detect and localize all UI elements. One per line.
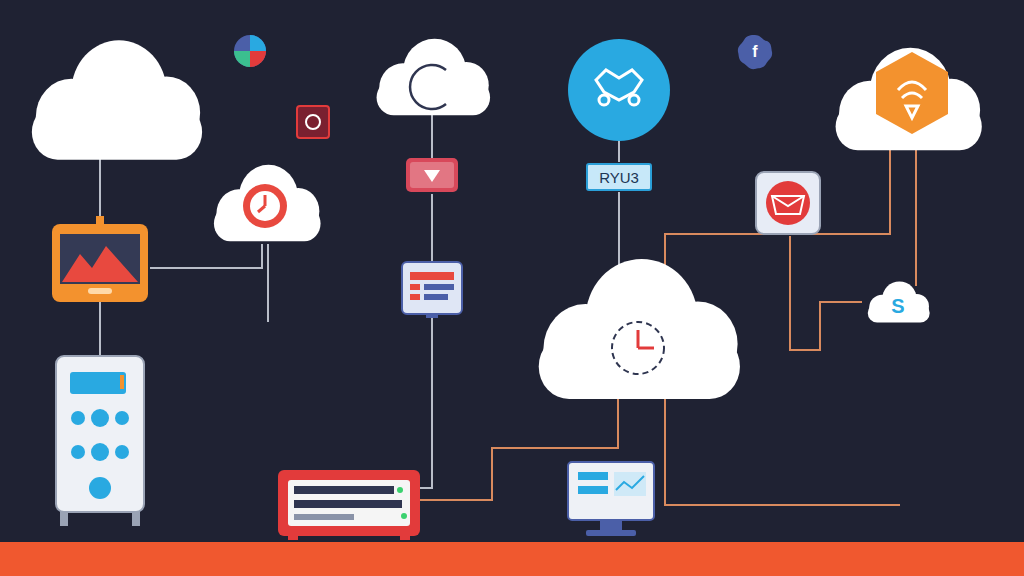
tablet-icon bbox=[52, 216, 148, 302]
bottom-bar bbox=[0, 542, 1024, 576]
node-text: S bbox=[891, 295, 904, 318]
timer-icon bbox=[243, 184, 287, 228]
clock-icon bbox=[612, 322, 664, 374]
hexagon-icon bbox=[876, 52, 948, 134]
clouds bbox=[32, 39, 982, 399]
mail-icon bbox=[756, 172, 820, 234]
web-card bbox=[402, 262, 462, 318]
node-text: RYU3 bbox=[599, 169, 639, 186]
router-device bbox=[278, 470, 420, 540]
shield-badge bbox=[406, 158, 458, 192]
label-box: RYU3 bbox=[586, 163, 652, 191]
network-hub-icon bbox=[568, 39, 670, 141]
node-text: f bbox=[752, 43, 757, 61]
server-tower bbox=[56, 356, 144, 526]
wires-orange bbox=[420, 148, 916, 505]
floating-icons bbox=[234, 35, 329, 138]
monitor-icon bbox=[568, 462, 654, 536]
cloud-node: S bbox=[862, 280, 934, 324]
arc-symbol bbox=[410, 65, 446, 109]
wires-grey bbox=[100, 112, 619, 488]
logo-badge: f bbox=[737, 34, 773, 70]
